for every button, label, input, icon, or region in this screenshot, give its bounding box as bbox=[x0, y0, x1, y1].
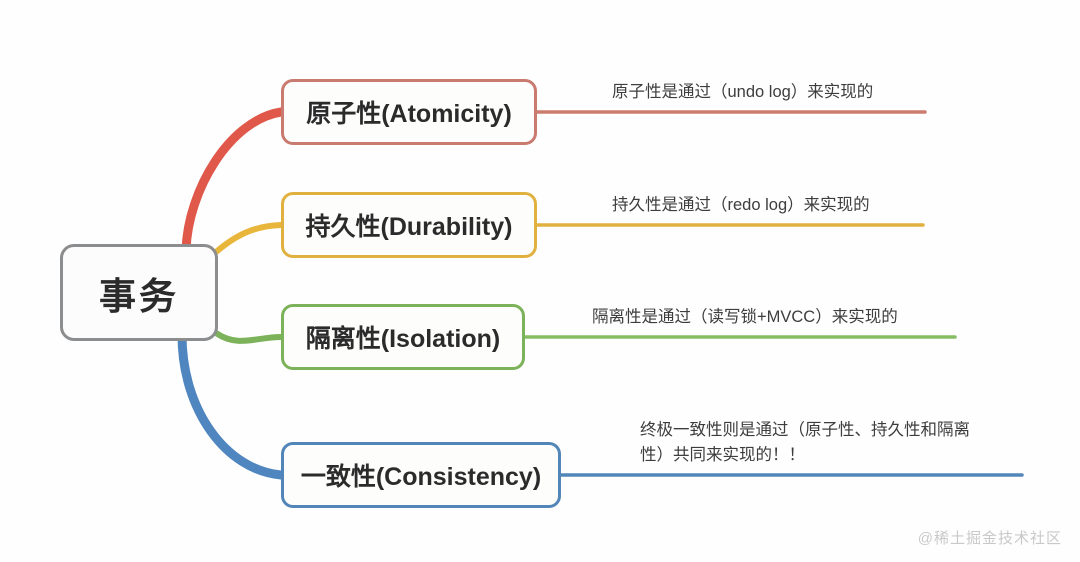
branch-node-durability[interactable]: 持久性(Durability) bbox=[281, 192, 537, 258]
connector-atomicity bbox=[181, 107, 286, 255]
branch-node-isolation-label: 隔离性(Isolation) bbox=[305, 325, 501, 353]
root-node-label: 事务 bbox=[99, 275, 179, 317]
connector-durability bbox=[213, 222, 284, 255]
branch-node-consistency[interactable]: 一致性(Consistency) bbox=[281, 442, 561, 508]
branch-node-atomicity-label: 原子性(Atomicity) bbox=[306, 100, 512, 128]
branch-node-durability-label: 持久性(Durability) bbox=[305, 213, 513, 241]
note-isolation: 隔离性是通过（读写锁+MVCC）来实现的 bbox=[592, 308, 898, 326]
branch-node-isolation[interactable]: 隔离性(Isolation) bbox=[281, 304, 525, 370]
note-consistency: 终极一致性则是通过（原子性、持久性和隔离 性）共同来实现的！！ bbox=[640, 421, 970, 464]
connector-isolation bbox=[213, 330, 284, 344]
branch-node-consistency-label: 一致性(Consistency) bbox=[300, 463, 542, 491]
connector-consistency bbox=[177, 330, 286, 480]
watermark: @稀土掘金技术社区 bbox=[917, 530, 1062, 547]
branch-node-atomicity[interactable]: 原子性(Atomicity) bbox=[281, 79, 537, 145]
root-node[interactable]: 事务 bbox=[60, 244, 218, 341]
note-durability: 持久性是通过（redo log）来实现的 bbox=[612, 196, 870, 214]
note-atomicity: 原子性是通过（undo log）来实现的 bbox=[612, 83, 874, 101]
